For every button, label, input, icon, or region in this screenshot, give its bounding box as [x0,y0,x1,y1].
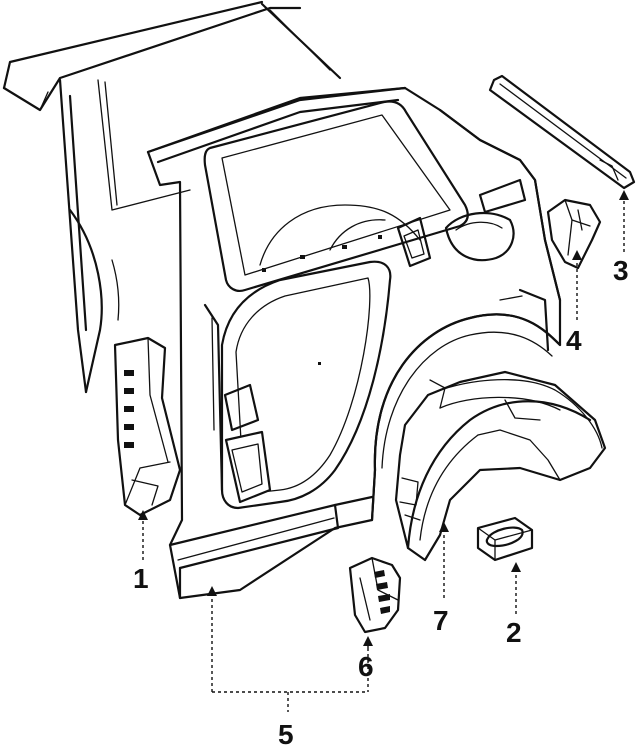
callout-2: 2 [506,617,522,648]
callout-1: 1 [133,563,149,594]
leader-lines [138,190,629,712]
reinforcement-slots [124,370,134,448]
panel-holes [262,235,382,365]
extension-slots [374,570,390,614]
lower-extension [348,556,402,634]
callout-6: 6 [358,651,374,682]
callout-3: 3 [613,255,629,286]
vehicle-body-outline [2,0,342,394]
callout-7: 7 [433,605,449,636]
roof-side-rail [488,74,636,190]
body-plug [476,516,534,562]
quarter-panel [146,86,562,600]
pillar-reinforcement [113,336,182,517]
callout-4: 4 [566,325,582,356]
callout-labels: 1 2 3 4 5 6 7 [133,255,629,750]
inner-wheelhouse [394,370,607,562]
callout-5: 5 [278,719,294,750]
pillar-bracket [546,198,602,270]
